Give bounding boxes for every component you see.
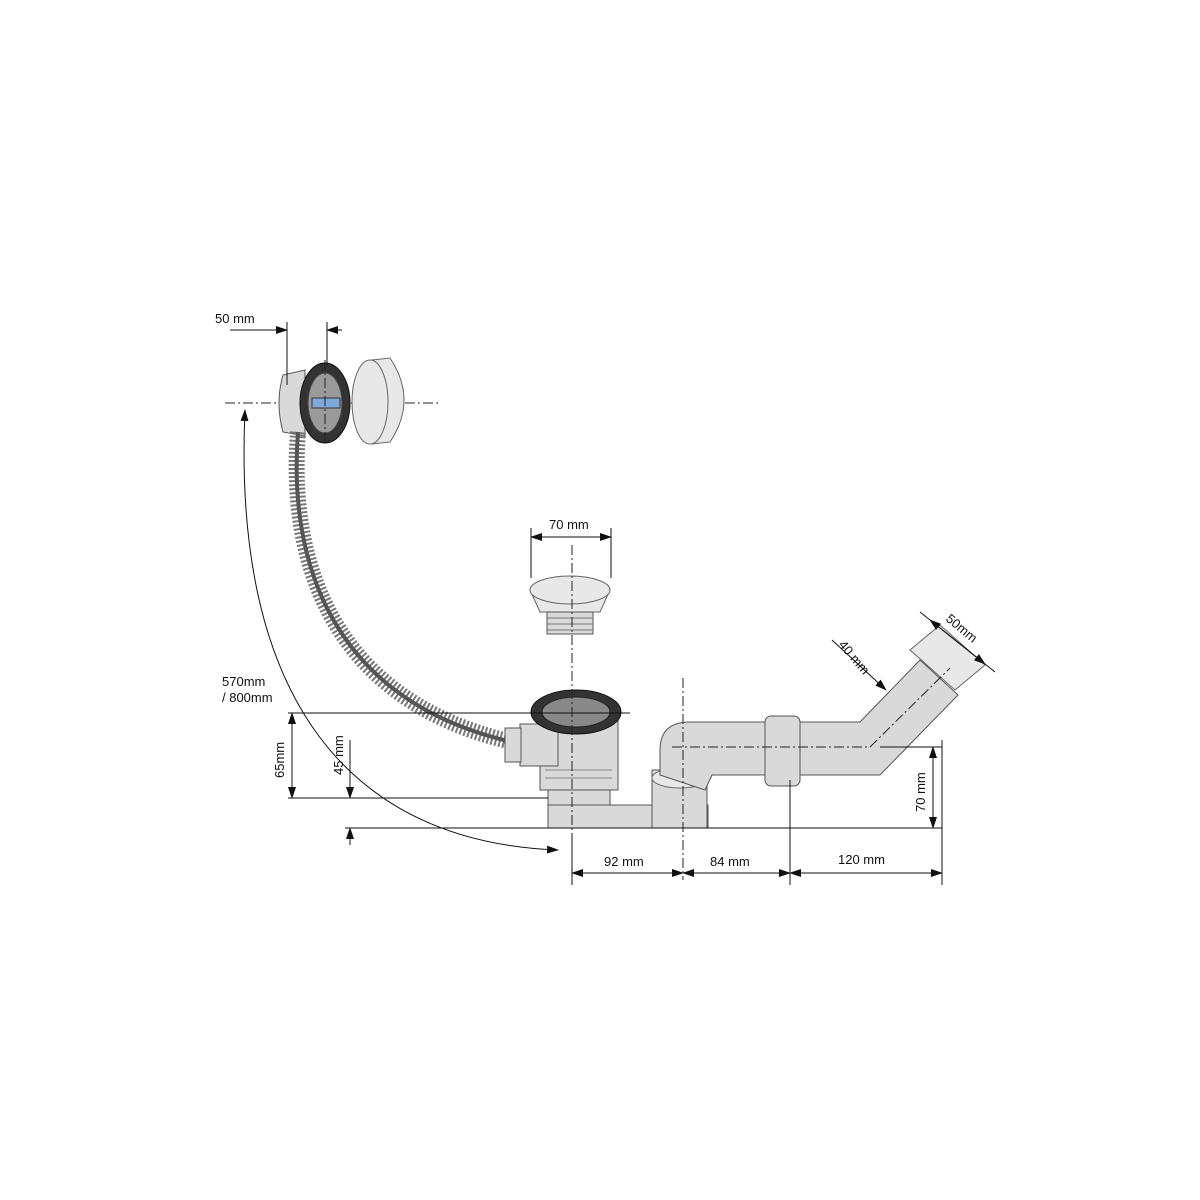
overflow-assembly: [225, 357, 440, 445]
label-base-height: 45 mm: [331, 735, 346, 775]
outlet-angled-centerline: [869, 667, 951, 748]
overflow-screw: [311, 397, 341, 409]
outlet-pipe: [799, 659, 959, 776]
drain-plug: [529, 575, 611, 635]
label-drain-height: 65mm: [272, 742, 287, 778]
label-trap-to-collar: 84 mm: [710, 854, 750, 869]
label-collar-to-outlet: 120 mm: [838, 852, 885, 867]
overflow-cap-face: [351, 359, 389, 445]
dimensions: [230, 322, 996, 885]
label-outlet-height: 70 mm: [913, 772, 928, 812]
label-cable-length-1: 570mm: [222, 674, 265, 689]
label-drain-to-trap: 92 mm: [604, 854, 644, 869]
trap-collar: [764, 715, 801, 787]
siphon-trap: [651, 624, 986, 829]
label-outlet-inner: 40 mm: [836, 637, 873, 677]
label-overflow-depth: 50 mm: [215, 311, 255, 326]
label-cable-length-2: / 800mm: [222, 690, 273, 705]
label-plug-diameter: 70 mm: [549, 517, 589, 532]
control-cable: [294, 431, 513, 744]
